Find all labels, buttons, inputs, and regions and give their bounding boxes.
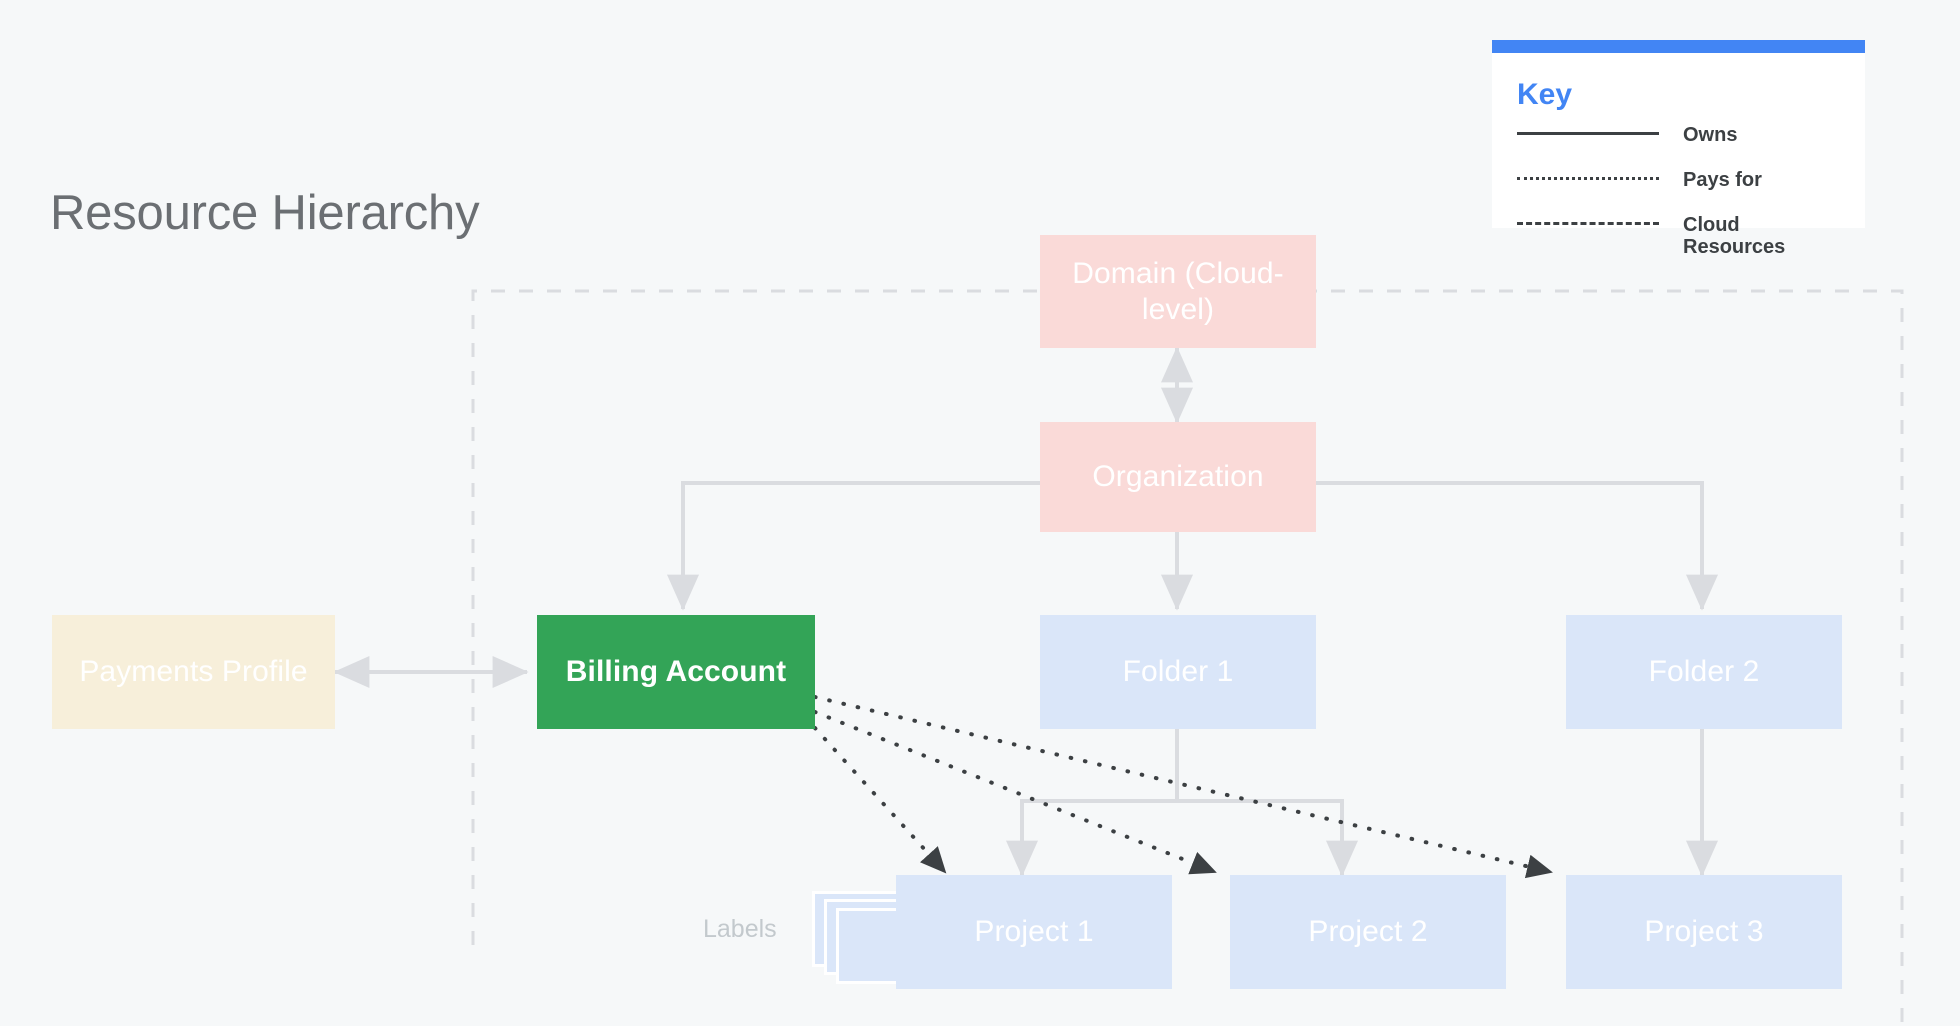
node-folder-1-label: Folder 1 xyxy=(1122,655,1234,688)
node-domain[interactable]: Domain (Cloud-level) xyxy=(1040,235,1316,348)
key-row-owns: Owns xyxy=(1517,124,1855,158)
edge-folder-1-project-2 xyxy=(1177,799,1358,877)
edge-organization-folder-2 xyxy=(1316,481,1718,611)
page-title: Resource Hierarchy xyxy=(50,186,480,240)
key-legend-card: Key Owns Pays for Cloud Resources xyxy=(1492,40,1865,258)
node-payments-profile-label: Payments Profile xyxy=(79,655,308,688)
node-project-1[interactable]: Project 1 xyxy=(896,875,1172,989)
labels-annotation: Labels xyxy=(703,915,777,943)
node-billing-account[interactable]: Billing Account xyxy=(537,615,815,729)
edge-billing-account-project-1 xyxy=(813,726,947,874)
node-domain-label: Domain (Cloud-level) xyxy=(1072,256,1284,326)
key-accent-bar xyxy=(1492,40,1865,53)
key-row-pays-for: Pays for xyxy=(1517,169,1855,203)
node-project-2-label: Project 2 xyxy=(1308,915,1428,948)
edge-organization-billing-account xyxy=(667,481,1040,611)
key-rows: Owns Pays for Cloud Resources xyxy=(1517,124,1855,259)
key-label-pays-for: Pays for xyxy=(1683,169,1762,191)
dashed-line-icon xyxy=(1517,214,1659,232)
node-organization-label: Organization xyxy=(1092,460,1264,493)
node-project-1-label: Project 1 xyxy=(974,915,1094,948)
dotted-line-icon xyxy=(1517,169,1659,187)
node-organization[interactable]: Organization xyxy=(1040,422,1316,532)
edge-billing-account-project-2 xyxy=(813,710,1217,875)
node-payments-profile[interactable]: Payments Profile xyxy=(52,615,335,729)
edge-folder-1-project-1 xyxy=(1006,799,1177,877)
node-project-3[interactable]: Project 3 xyxy=(1566,875,1842,989)
node-project-3-label: Project 3 xyxy=(1644,915,1764,948)
solid-line-icon xyxy=(1517,124,1659,142)
key-title: Key xyxy=(1517,78,1573,111)
node-billing-account-label: Billing Account xyxy=(565,655,787,688)
node-folder-2[interactable]: Folder 2 xyxy=(1566,615,1842,729)
node-folder-2-label: Folder 2 xyxy=(1648,655,1760,688)
key-row-cloud-resources: Cloud Resources xyxy=(1517,214,1855,258)
key-label-cloud-resources: Cloud Resources xyxy=(1683,214,1786,259)
node-folder-1[interactable]: Folder 1 xyxy=(1040,615,1316,729)
key-label-owns: Owns xyxy=(1683,124,1738,146)
node-project-2[interactable]: Project 2 xyxy=(1230,875,1506,989)
